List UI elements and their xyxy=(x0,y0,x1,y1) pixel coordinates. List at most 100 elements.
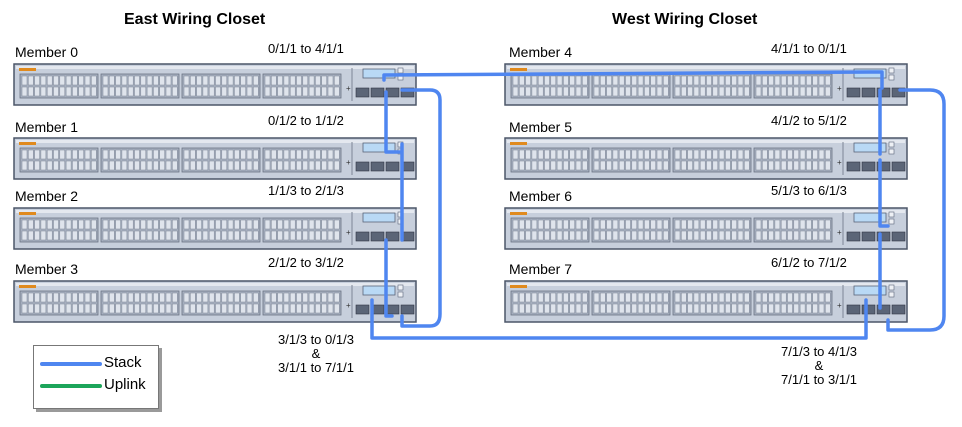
ethernet-port xyxy=(153,219,159,230)
switch-group: ++++++++ xyxy=(13,63,908,323)
ethernet-port xyxy=(221,149,228,160)
ethernet-port xyxy=(172,149,178,160)
ethernet-port xyxy=(544,303,550,314)
ethernet-port xyxy=(221,230,228,241)
ethernet-port xyxy=(21,303,28,314)
ethernet-port xyxy=(334,303,340,314)
ethernet-port xyxy=(271,292,277,303)
ethernet-port xyxy=(327,160,334,171)
legend-label: Uplink xyxy=(104,376,146,393)
ethernet-port xyxy=(812,149,818,160)
ethernet-port xyxy=(34,230,40,241)
ethernet-port xyxy=(221,303,228,314)
ethernet-port xyxy=(818,86,825,97)
ethernet-port xyxy=(21,160,28,171)
ethernet-port xyxy=(40,292,47,303)
ethernet-port xyxy=(321,303,327,314)
ethernet-port xyxy=(91,86,97,97)
ethernet-port xyxy=(762,303,768,314)
ethernet-port xyxy=(582,75,588,86)
ethernet-port xyxy=(768,230,774,241)
ethernet-port xyxy=(693,303,700,314)
ethernet-port xyxy=(53,75,59,86)
uplink-port xyxy=(400,87,415,98)
ethernet-port xyxy=(208,149,215,160)
ethernet-port xyxy=(46,292,53,303)
ethernet-port xyxy=(321,292,327,303)
ethernet-port xyxy=(283,149,290,160)
ethernet-port xyxy=(334,75,340,86)
ethernet-port xyxy=(525,230,531,241)
ethernet-port xyxy=(140,75,147,86)
ethernet-port xyxy=(674,75,681,86)
chassis-highlight xyxy=(16,210,414,213)
ethernet-port xyxy=(544,292,550,303)
ethernet-port xyxy=(289,149,296,160)
ethernet-port xyxy=(165,75,172,86)
ethernet-port xyxy=(606,149,612,160)
ethernet-port xyxy=(575,149,582,160)
ethernet-port xyxy=(825,303,831,314)
ethernet-port xyxy=(127,86,134,97)
ethernet-port xyxy=(731,303,737,314)
ethernet-port xyxy=(725,219,731,230)
ethernet-port xyxy=(240,292,246,303)
ethernet-port xyxy=(159,86,165,97)
ethernet-port xyxy=(21,230,28,241)
ethernet-port xyxy=(563,219,569,230)
ethernet-port xyxy=(40,75,47,86)
ethernet-port xyxy=(221,160,228,171)
ethernet-port xyxy=(40,86,47,97)
ethernet-port xyxy=(183,292,190,303)
ethernet-port xyxy=(227,219,234,230)
ethernet-port xyxy=(315,86,321,97)
ethernet-port xyxy=(593,219,600,230)
ethernet-port xyxy=(650,230,656,241)
ethernet-port xyxy=(115,292,121,303)
ethernet-port xyxy=(321,86,327,97)
ethernet-port xyxy=(202,292,209,303)
ethernet-port xyxy=(28,292,34,303)
ethernet-port xyxy=(512,292,519,303)
ethernet-port xyxy=(550,303,557,314)
brand-label xyxy=(510,285,527,288)
ethernet-port xyxy=(618,75,625,86)
member-label: Member 3 xyxy=(15,261,79,277)
ethernet-port xyxy=(315,75,321,86)
ethernet-port xyxy=(674,292,681,303)
ethernet-port xyxy=(227,149,234,160)
west-closet-title: West Wiring Closet xyxy=(612,11,758,28)
ethernet-port xyxy=(208,303,215,314)
ethernet-port xyxy=(127,230,134,241)
ethernet-port xyxy=(569,219,575,230)
ethernet-port xyxy=(519,230,525,241)
ethernet-port xyxy=(787,86,793,97)
ethernet-port xyxy=(302,75,309,86)
ethernet-port xyxy=(227,75,234,86)
ethernet-port xyxy=(72,219,78,230)
ethernet-port xyxy=(563,230,569,241)
plus-mark: + xyxy=(837,84,842,93)
uplink-port xyxy=(370,87,385,98)
ethernet-port xyxy=(725,160,731,171)
ethernet-port xyxy=(812,219,818,230)
ethernet-port xyxy=(72,149,78,160)
ethernet-port xyxy=(240,303,246,314)
ethernet-port xyxy=(59,149,66,160)
ethernet-port xyxy=(227,86,234,97)
ethernet-port xyxy=(140,230,147,241)
ethernet-port xyxy=(146,219,153,230)
ethernet-port xyxy=(656,219,663,230)
ethernet-port xyxy=(183,75,190,86)
ethernet-port xyxy=(296,160,302,171)
ethernet-port xyxy=(787,149,793,160)
ethernet-port xyxy=(121,230,128,241)
ethernet-port xyxy=(159,219,165,230)
ethernet-port xyxy=(327,75,334,86)
ethernet-port xyxy=(569,160,575,171)
ethernet-port xyxy=(774,86,781,97)
ethernet-port xyxy=(706,303,712,314)
ethernet-port xyxy=(656,75,663,86)
ethernet-port xyxy=(91,303,97,314)
ethernet-port xyxy=(718,219,725,230)
